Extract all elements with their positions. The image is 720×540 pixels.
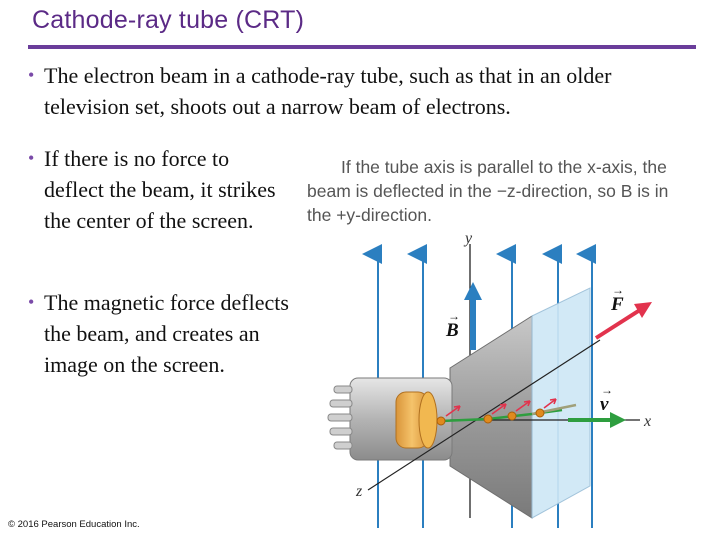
- slide-title: Cathode-ray tube (CRT): [32, 6, 305, 34]
- z-axis-label: z: [355, 483, 363, 500]
- tube-screen: [531, 287, 591, 519]
- electron: [535, 408, 545, 418]
- bullet-dot: •: [28, 148, 35, 168]
- small-force-arrows: [445, 398, 557, 417]
- title-underline: [28, 45, 696, 49]
- b-field-vector-mark: →: [448, 309, 460, 323]
- force-arrowhead: [634, 302, 652, 318]
- crt-diagram: y x z v → F →: [327, 230, 652, 528]
- caption-line-2: beam is deflected in the −z-direction, s…: [307, 181, 669, 201]
- y-axis-label: y: [463, 230, 473, 247]
- force-label: F: [610, 294, 624, 315]
- bullet-1-text: The electron beam in a cathode-ray tube,…: [44, 63, 612, 119]
- bullet-2: • If there is no force to deflect the be…: [28, 143, 294, 236]
- bullet-3-text: The magnetic force deflects the beam, an…: [44, 290, 289, 377]
- velocity-arrowhead: [610, 412, 626, 428]
- caption-line-1: If the tube axis is parallel to the x-ax…: [341, 157, 667, 177]
- electron: [507, 411, 517, 421]
- bullet-1: • The electron beam in a cathode-ray tub…: [28, 60, 684, 122]
- electrons: [436, 408, 545, 426]
- caption-line-3: the +y-direction.: [307, 205, 432, 225]
- tube-pins: [327, 385, 353, 450]
- bullet-3: • The magnetic force deflects the beam, …: [28, 287, 294, 380]
- force-vector-mark: →: [612, 283, 624, 297]
- b-field-arrowhead: [464, 282, 482, 300]
- bullet-dot: •: [28, 292, 35, 312]
- electron: [436, 416, 446, 426]
- z-axis: [367, 339, 601, 491]
- force-arrow: [594, 308, 642, 340]
- figure-caption: If the tube axis is parallel to the x-ax…: [307, 155, 712, 227]
- electron: [483, 414, 493, 424]
- x-axis-label: x: [643, 413, 651, 430]
- electron-gun-face: [418, 391, 438, 449]
- bullet-dot: •: [28, 65, 35, 85]
- velocity-label: v: [600, 394, 609, 415]
- velocity-vector-mark: →: [601, 383, 613, 397]
- bullet-2-text: If there is no force to deflect the beam…: [44, 146, 276, 233]
- copyright-notice: © 2016 Pearson Education Inc.: [8, 519, 140, 530]
- b-field-label: B: [445, 320, 459, 341]
